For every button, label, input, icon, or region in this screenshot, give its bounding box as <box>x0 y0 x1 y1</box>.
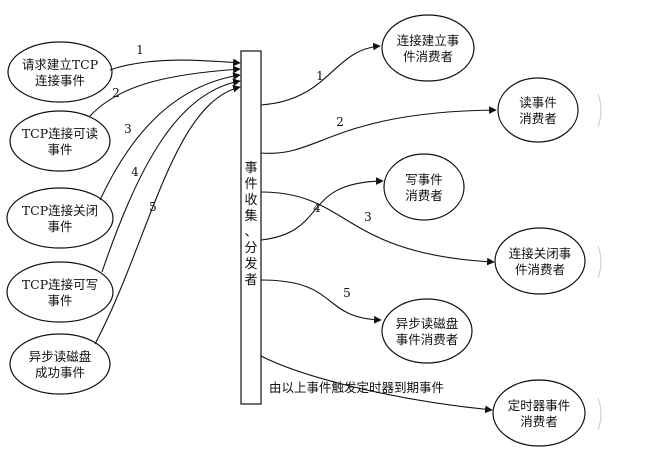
scan-artifact-mark <box>597 397 602 431</box>
svg-text:TCP连接可读: TCP连接可读 <box>22 126 98 141</box>
in-number-4: 4 <box>131 165 139 179</box>
svg-text:事件: 事件 <box>47 293 72 308</box>
svg-text:异步读磁盘: 异步读磁盘 <box>29 349 92 364</box>
timer-trigger-note: 由以上事件触发定时器到期事件 <box>269 380 444 395</box>
in-arrow-3 <box>99 72 241 201</box>
out-arrow-2 <box>260 106 497 154</box>
out-number-5: 5 <box>343 286 351 300</box>
out-arrow-1 <box>260 42 381 106</box>
dispatcher-char: 集 <box>244 208 257 224</box>
svg-text:消费者: 消费者 <box>519 111 557 126</box>
out-arrow-4 <box>260 177 384 241</box>
consumer-async-disk-read: 异步读磁盘 事件消费者 <box>381 298 473 364</box>
svg-text:读事件: 读事件 <box>519 95 557 110</box>
dispatcher-char: 收 <box>244 193 257 208</box>
svg-text:连接事件: 连接事件 <box>35 73 85 88</box>
dispatcher-char: 分 <box>244 241 257 256</box>
consumer-timer: 定时器事件 消费者 <box>492 379 586 447</box>
dispatcher-char: 、 <box>244 225 257 240</box>
svg-text:连接关闭事: 连接关闭事 <box>509 246 572 261</box>
svg-text:成功事件: 成功事件 <box>35 365 85 380</box>
out-number-1: 1 <box>316 69 324 83</box>
svg-text:事件: 事件 <box>47 142 72 157</box>
in-number-3: 3 <box>124 122 132 136</box>
out-number-2: 2 <box>336 115 344 129</box>
in-number-5: 5 <box>149 200 157 214</box>
source-event-tcp-readable: TCP连接可读 事件 <box>9 110 111 172</box>
svg-text:定时器事件: 定时器事件 <box>508 398 571 413</box>
in-arrow-5 <box>94 84 241 345</box>
svg-text:连接建立事: 连接建立事 <box>397 33 460 48</box>
consumer-connect-established: 连接建立事 件消费者 <box>381 14 475 82</box>
out-arrow-3 <box>260 191 495 266</box>
source-event-request-connect: 请求建立TCP 连接事件 <box>7 41 113 103</box>
dispatcher-char: 事 <box>244 161 257 176</box>
out-arrow-timer <box>260 355 493 414</box>
svg-text:请求建立TCP: 请求建立TCP <box>22 57 98 72</box>
svg-text:消费者: 消费者 <box>520 414 558 429</box>
svg-text:TCP连接关闭: TCP连接关闭 <box>22 203 98 218</box>
svg-text:异步读磁盘: 异步读磁盘 <box>396 316 459 331</box>
out-number-3: 3 <box>364 210 372 224</box>
dispatcher-char: 件 <box>244 177 257 192</box>
consumer-read: 读事件 消费者 <box>497 77 579 143</box>
consumer-write: 写事件 消费者 <box>383 153 465 221</box>
in-arrow-4 <box>101 78 241 273</box>
in-number-1: 1 <box>136 43 144 57</box>
in-arrow-1 <box>109 58 241 71</box>
consumer-connect-close: 连接关闭事 件消费者 <box>494 227 586 295</box>
source-event-tcp-writable: TCP连接可写 事件 <box>6 261 114 323</box>
dispatcher-char: 发 <box>244 256 257 272</box>
svg-text:事件: 事件 <box>47 219 72 234</box>
svg-text:事件消费者: 事件消费者 <box>396 332 459 347</box>
source-event-async-disk-read: 异步读磁盘 成功事件 <box>9 333 111 395</box>
scan-artifact-mark <box>597 93 602 128</box>
svg-text:件消费者: 件消费者 <box>403 49 453 64</box>
in-number-2: 2 <box>112 86 120 100</box>
source-event-tcp-close: TCP连接关闭 事件 <box>6 187 114 249</box>
event-dispatcher-box <box>240 50 262 405</box>
out-number-4: 4 <box>313 201 321 215</box>
dispatcher-char: 者 <box>244 273 257 288</box>
in-arrow-2 <box>89 65 241 117</box>
svg-text:消费者: 消费者 <box>405 188 443 203</box>
out-arrow-5 <box>260 279 382 324</box>
svg-text:件消费者: 件消费者 <box>515 262 565 277</box>
svg-text:TCP连接可写: TCP连接可写 <box>22 277 98 292</box>
scan-artifact-mark <box>597 245 602 279</box>
svg-text:写事件: 写事件 <box>405 172 443 187</box>
event-dispatcher-label: 事 件 收 集 、 分 发 者 <box>244 161 257 288</box>
